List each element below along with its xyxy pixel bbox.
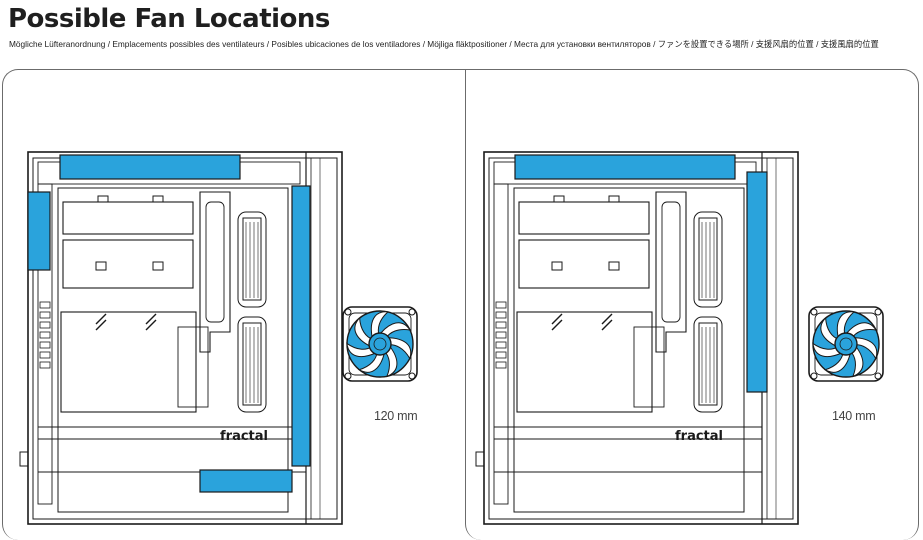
rear-fan-mount-120 [27,191,51,271]
case-brand-mark-120: fractal [220,429,268,444]
fan-mounts-120 [27,154,311,493]
front-fan-mount-120 [291,185,311,467]
fan-size-label-140: 140 mm [832,409,876,423]
page-subtitle: Mögliche Lüfteranordnung / Emplacements … [9,39,879,49]
top-fan-mount-140 [514,154,736,180]
bottom-fan-mount-120 [199,469,293,493]
case-brand-mark-140: fractal [675,429,723,444]
panel-frame-140 [465,69,919,540]
panel-frame-120 [2,69,466,540]
fan-illustration-140 [808,306,884,382]
page-title: Possible Fan Locations [8,4,330,34]
fan-locations-diagram: fractal fractal [19,151,884,525]
fan-illustration-120 [342,306,418,382]
fan-mounts-140 [514,154,768,393]
top-fan-mount-120 [59,154,241,180]
front-fan-mount-140 [746,171,768,393]
fan-size-label-120: 120 mm [374,409,418,423]
